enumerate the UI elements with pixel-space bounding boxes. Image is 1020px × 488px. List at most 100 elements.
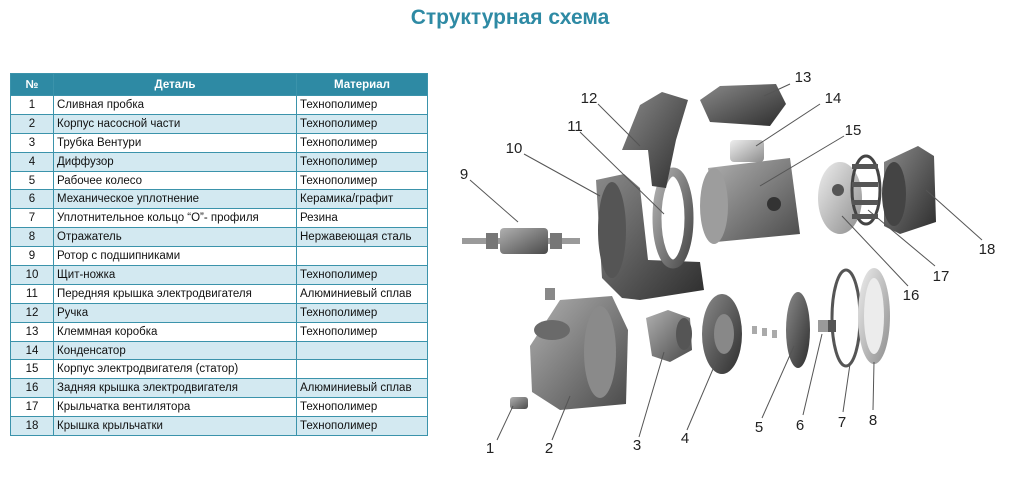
row-material: Технополимер bbox=[296, 321, 428, 342]
capacitor-shape bbox=[730, 140, 764, 162]
priming-plug-shape bbox=[545, 288, 555, 300]
callout-8: 8 bbox=[869, 412, 877, 429]
row-detail: Трубка Вентури bbox=[53, 132, 297, 153]
diffuser-shape bbox=[702, 294, 742, 374]
row-num: 4 bbox=[10, 151, 54, 172]
row-material: Резина bbox=[296, 208, 428, 229]
row-detail: Уплотнительное кольцо “O”- профиля bbox=[53, 208, 297, 229]
rear-cover-shape bbox=[818, 162, 862, 234]
row-material bbox=[296, 246, 428, 267]
impeller-shape bbox=[786, 292, 810, 368]
drain-plug-shape bbox=[510, 397, 528, 409]
row-material: Керамика/графит bbox=[296, 189, 428, 210]
row-num: 6 bbox=[10, 189, 54, 210]
row-detail: Корпус электродвигателя (статор) bbox=[53, 359, 297, 380]
row-detail: Крыльчатка вентилятора bbox=[53, 397, 297, 418]
pump-body-shape bbox=[530, 296, 628, 410]
row-num: 13 bbox=[10, 321, 54, 342]
callout-2: 2 bbox=[545, 440, 553, 457]
row-num: 5 bbox=[10, 170, 54, 191]
row-detail: Механическое уплотнение bbox=[53, 189, 297, 210]
row-num: 18 bbox=[10, 416, 54, 437]
row-material: Технополимер bbox=[296, 170, 428, 191]
row-num: 1 bbox=[10, 95, 54, 115]
row-num: 2 bbox=[10, 113, 54, 134]
callout-7: 7 bbox=[838, 414, 846, 431]
venturi-tube-shape bbox=[646, 310, 692, 362]
callout-6: 6 bbox=[796, 417, 804, 434]
row-material bbox=[296, 340, 428, 361]
deflector-shape bbox=[858, 268, 890, 364]
row-material bbox=[296, 359, 428, 380]
terminal-box-shape bbox=[700, 84, 786, 126]
row-num: 3 bbox=[10, 132, 54, 153]
row-material: Технополимер bbox=[296, 302, 428, 323]
front-cover-ring bbox=[652, 167, 694, 269]
exploded-pump-diagram: 1 2 3 4 5 6 7 8 9 10 11 12 13 14 15 16 1… bbox=[460, 69, 996, 457]
callout-5: 5 bbox=[755, 419, 763, 436]
row-num: 14 bbox=[10, 340, 54, 361]
callout-1: 1 bbox=[486, 440, 494, 457]
row-detail: Ручка bbox=[53, 302, 297, 323]
rotor-shaft bbox=[462, 228, 580, 254]
header-num: № bbox=[10, 73, 54, 96]
callout-17: 17 bbox=[933, 268, 950, 285]
row-detail: Крышка крыльчатки bbox=[53, 416, 297, 437]
row-detail: Клеммная коробка bbox=[53, 321, 297, 342]
row-material: Технополимер bbox=[296, 397, 428, 418]
row-detail: Корпус насосной части bbox=[53, 113, 297, 134]
page-title: Структурная схема bbox=[410, 6, 610, 29]
row-detail: Конденсатор bbox=[53, 340, 297, 361]
row-detail: Отражатель bbox=[53, 227, 297, 248]
row-detail: Ротор с подшипниками bbox=[53, 246, 297, 267]
callout-13: 13 bbox=[795, 69, 812, 86]
row-material: Технополимер bbox=[296, 416, 428, 437]
row-num: 17 bbox=[10, 397, 54, 418]
row-num: 11 bbox=[10, 283, 54, 304]
row-detail: Задняя крышка электродвигателя bbox=[53, 378, 297, 399]
callout-3: 3 bbox=[633, 437, 641, 454]
row-num: 12 bbox=[10, 302, 54, 323]
row-material: Нержавеющая сталь bbox=[296, 227, 428, 248]
row-material: Технополимер bbox=[296, 113, 428, 134]
callout-4: 4 bbox=[681, 430, 689, 447]
header-detail: Деталь bbox=[53, 73, 297, 96]
fasteners-shape bbox=[752, 326, 777, 338]
leader-lines bbox=[469, 83, 983, 441]
row-num: 8 bbox=[10, 227, 54, 248]
row-detail: Щит-ножка bbox=[53, 265, 297, 285]
callout-10: 10 bbox=[506, 140, 523, 157]
table-header-row: № Деталь Материал bbox=[10, 73, 428, 96]
callout-15: 15 bbox=[845, 122, 862, 139]
row-material: Алюминиевый сплав bbox=[296, 378, 428, 399]
motor-stand-shape bbox=[596, 174, 704, 300]
handle-shape bbox=[622, 92, 688, 188]
callout-18: 18 bbox=[979, 241, 996, 258]
row-material: Технополимер bbox=[296, 151, 428, 172]
row-num: 15 bbox=[10, 359, 54, 380]
row-material: Технополимер bbox=[296, 95, 428, 115]
row-num: 9 bbox=[10, 246, 54, 267]
row-num: 7 bbox=[10, 208, 54, 229]
row-material: Технополимер bbox=[296, 265, 428, 285]
stator-housing bbox=[700, 158, 800, 244]
fan-shape bbox=[850, 154, 882, 226]
row-material: Технополимер bbox=[296, 132, 428, 153]
